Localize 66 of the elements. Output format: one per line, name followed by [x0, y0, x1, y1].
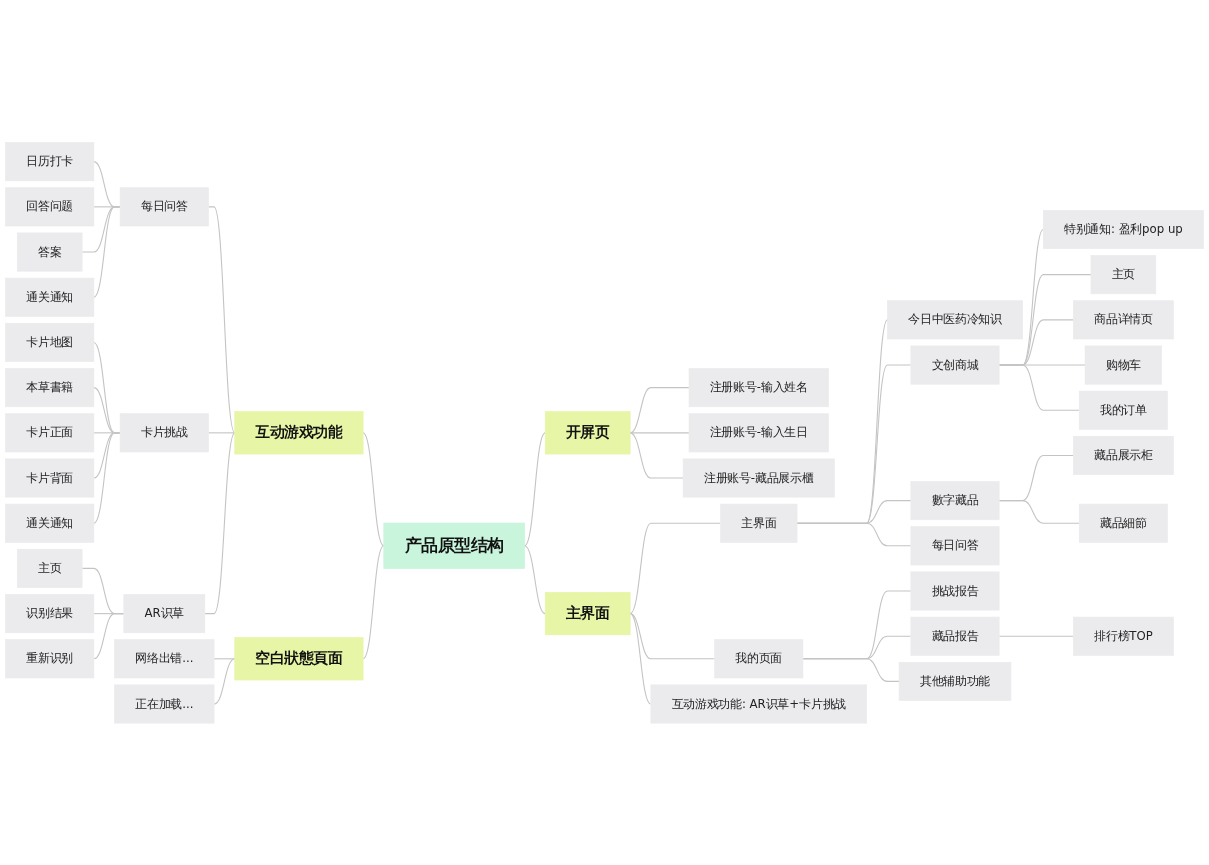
- node-box: 通关通知: [5, 503, 95, 543]
- node-box: 藏品細節: [1078, 503, 1168, 543]
- node-box: 注册账号-藏品展示櫃: [682, 458, 835, 498]
- connector: [213, 657, 236, 705]
- connector: [213, 657, 236, 659]
- node-box: 空白狀態頁面: [234, 636, 364, 681]
- node-box: 互动游戏功能: [234, 410, 364, 455]
- node-box: 文创商城: [910, 345, 1000, 385]
- node-box: 答案: [16, 232, 83, 272]
- connector: [629, 612, 716, 659]
- node-box: 排行榜TOP: [1073, 616, 1174, 656]
- node-box: 通关通知: [5, 277, 95, 317]
- node-box: 识别结果: [5, 593, 95, 633]
- node-box: 每日问答: [910, 526, 1000, 565]
- node-box: 正在加载...: [114, 684, 215, 724]
- node-box: 卡片背面: [5, 458, 95, 498]
- connector: [629, 522, 721, 614]
- node-box: 主页: [1090, 254, 1157, 294]
- connector: [207, 431, 236, 434]
- connector: [998, 635, 1074, 637]
- node-box: 特别通知: 盈利pop up: [1042, 209, 1204, 249]
- connector: [629, 431, 684, 479]
- node-box: 今日中医药冷知识: [887, 300, 1023, 339]
- connector: [204, 431, 236, 614]
- node-box: 主界面: [720, 503, 798, 543]
- node-box: 产品原型结构: [383, 522, 525, 569]
- node-box: 回答问题: [5, 187, 95, 226]
- node-box: 藏品报告: [910, 616, 1000, 656]
- connector: [629, 386, 690, 434]
- node-box: 网络出错...: [114, 638, 215, 678]
- connector: [362, 544, 385, 659]
- node-box: 购物车: [1084, 345, 1163, 385]
- connector: [524, 431, 546, 547]
- connector: [207, 205, 236, 434]
- connector: [998, 364, 1080, 411]
- connector: [93, 612, 125, 659]
- node-box: 我的订单: [1078, 390, 1168, 430]
- node-box: 挑战报告: [910, 571, 1000, 611]
- node-box: 本草書籍: [5, 367, 95, 407]
- node-box: AR识草: [123, 593, 206, 633]
- node-box: 重新识别: [5, 638, 95, 678]
- connector: [629, 612, 652, 705]
- node-box: 注册账号-输入姓名: [688, 367, 829, 407]
- node-box: 我的页面: [714, 638, 804, 678]
- connector: [998, 499, 1080, 524]
- connector: [802, 657, 900, 682]
- node-box: 互动游戏功能: AR识草+卡片挑战: [650, 684, 868, 724]
- node-box: 开屏页: [544, 410, 631, 455]
- node-box: 每日问答: [119, 187, 209, 226]
- node-box: 日历打卡: [5, 141, 95, 181]
- connector: [629, 431, 690, 434]
- node-box: 其他辅助功能: [898, 661, 1012, 701]
- connector: [362, 431, 385, 547]
- connector: [796, 522, 912, 547]
- node-box: 卡片挑战: [119, 413, 209, 452]
- connector: [524, 544, 546, 614]
- connector: [93, 205, 121, 298]
- node-box: 主页: [16, 548, 83, 588]
- node-box: 主界面: [544, 591, 631, 635]
- node-box: 數字藏品: [910, 480, 1000, 520]
- node-box: 卡片地图: [5, 322, 95, 362]
- node-box: 卡片正面: [5, 413, 95, 452]
- node-box: 商品详情页: [1073, 300, 1174, 339]
- node-box: 注册账号-输入生日: [688, 413, 829, 452]
- node-box: 藏品展示柜: [1073, 435, 1174, 475]
- connector: [93, 431, 121, 524]
